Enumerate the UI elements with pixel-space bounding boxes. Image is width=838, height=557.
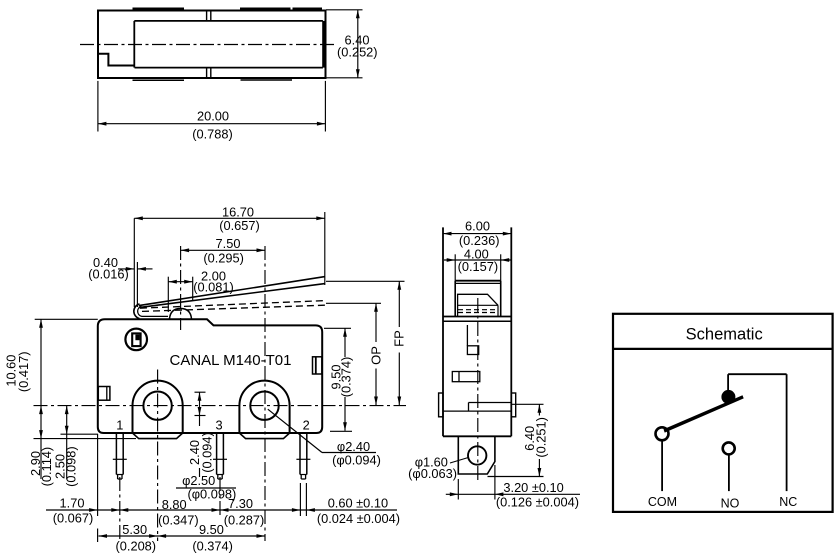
svg-text:1: 1	[116, 418, 123, 433]
svg-text:2: 2	[303, 418, 310, 433]
svg-text:2.40: 2.40	[187, 440, 202, 465]
svg-text:(0.347): (0.347)	[158, 513, 199, 528]
svg-text:0.40: 0.40	[93, 255, 118, 270]
svg-text:CANAL M140-T01: CANAL M140-T01	[170, 352, 292, 369]
svg-text:FP: FP	[392, 330, 407, 347]
svg-text:(0.374): (0.374)	[339, 357, 354, 398]
svg-text:6.40: 6.40	[345, 33, 370, 48]
svg-text:2.00: 2.00	[201, 268, 226, 283]
svg-text:OP: OP	[368, 346, 383, 365]
svg-text:6.00: 6.00	[465, 218, 490, 233]
svg-text:(0.252): (0.252)	[337, 45, 378, 60]
svg-text:(0.788): (0.788)	[192, 127, 233, 142]
svg-text:(0.126 ±0.004): (0.126 ±0.004)	[496, 494, 579, 509]
svg-text:Schematic: Schematic	[686, 326, 763, 344]
svg-text:(0.067): (0.067)	[53, 511, 94, 526]
svg-text:(0.081): (0.081)	[193, 280, 234, 295]
svg-text:(0.251): (0.251)	[533, 417, 548, 458]
svg-text:7.50: 7.50	[216, 236, 241, 251]
svg-text:(0.417): (0.417)	[16, 352, 31, 393]
svg-text:φ1.60: φ1.60	[415, 455, 448, 470]
svg-text:(0.098): (0.098)	[64, 446, 79, 487]
svg-text:2.50: 2.50	[52, 454, 67, 479]
svg-text:NO: NO	[721, 497, 740, 511]
svg-text:10.60: 10.60	[4, 355, 19, 387]
svg-text:(0.208): (0.208)	[116, 539, 157, 554]
svg-text:COM: COM	[648, 495, 677, 509]
svg-text:9.50: 9.50	[199, 522, 224, 537]
svg-text:(0.157): (0.157)	[458, 259, 499, 274]
svg-text:(0.236): (0.236)	[459, 233, 500, 248]
svg-text:20.00: 20.00	[197, 109, 229, 124]
svg-text:(0.295): (0.295)	[203, 250, 244, 265]
svg-text:(0.024 ±0.004): (0.024 ±0.004)	[317, 511, 400, 526]
svg-text:3: 3	[215, 418, 222, 433]
svg-text:6.40: 6.40	[522, 426, 537, 451]
svg-text:(0.094): (0.094)	[200, 432, 215, 473]
svg-text:0.60 ±0.10: 0.60 ±0.10	[328, 496, 388, 511]
svg-text:8.80: 8.80	[162, 497, 187, 512]
svg-text:NC: NC	[779, 495, 797, 509]
svg-text:(φ0.063): (φ0.063)	[408, 466, 457, 481]
svg-text:(0.374): (0.374)	[192, 539, 233, 554]
svg-text:4.00: 4.00	[464, 246, 489, 261]
svg-text:φ2.40: φ2.40	[337, 439, 370, 454]
svg-text:2.90: 2.90	[28, 451, 43, 476]
svg-text:1.70: 1.70	[60, 496, 85, 511]
svg-text:(0.657): (0.657)	[219, 218, 260, 233]
svg-text:(0.114): (0.114)	[39, 447, 54, 487]
svg-text:7.30: 7.30	[228, 496, 253, 511]
svg-text:9.50: 9.50	[329, 365, 344, 390]
svg-text:16.70: 16.70	[222, 205, 254, 220]
svg-text:(0.287): (0.287)	[224, 513, 265, 528]
svg-text:(φ0.098): (φ0.098)	[187, 487, 236, 502]
svg-text:φ2.50: φ2.50	[182, 473, 215, 488]
svg-text:(0.016): (0.016)	[88, 267, 129, 282]
svg-text:5.30: 5.30	[122, 522, 147, 537]
svg-text:3.20 ±0.10: 3.20 ±0.10	[503, 480, 563, 495]
svg-text:(φ0.094): (φ0.094)	[332, 453, 381, 468]
